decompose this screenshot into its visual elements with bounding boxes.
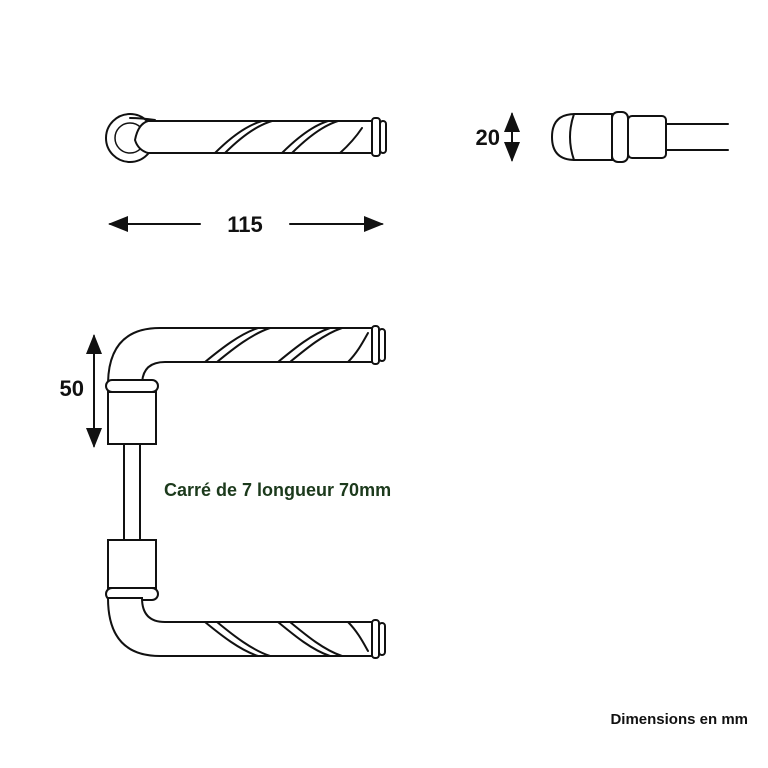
spindle-note: Carré de 7 longueur 70mm <box>164 480 391 500</box>
dimension-offset: 50 <box>60 334 102 448</box>
units-footnote: Dimensions en mm <box>610 711 748 728</box>
front-view-pair <box>105 325 386 659</box>
top-view-handle <box>105 113 387 163</box>
dimension-height: 20 <box>476 112 520 162</box>
dimension-length: 115 <box>108 212 384 237</box>
side-view-handle <box>550 111 729 163</box>
top-lever-body <box>133 120 373 154</box>
square-spindle <box>123 443 141 541</box>
dimension-offset-label: 50 <box>60 376 84 401</box>
dimension-length-label: 115 <box>227 212 263 237</box>
dimension-height-label: 20 <box>476 125 500 150</box>
